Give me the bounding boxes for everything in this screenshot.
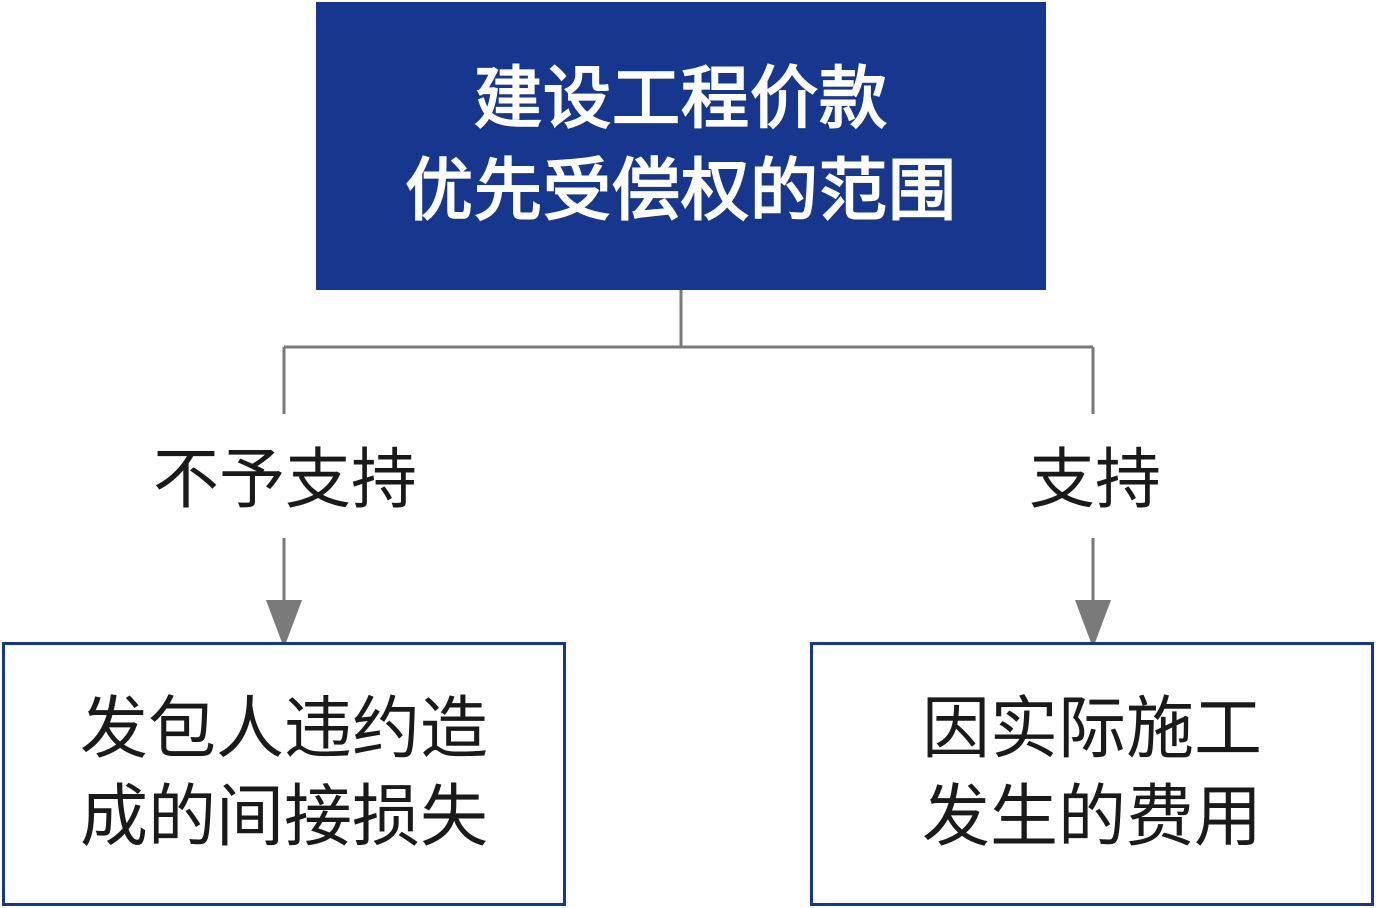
root-title-line-1: 建设工程价款	[473, 60, 888, 139]
left-arrow-head	[266, 600, 302, 648]
leaf-left-line-2: 成的间接损失	[79, 778, 488, 857]
root-node: 建设工程价款 优先受偿权的范围	[316, 2, 1046, 290]
branch-label-supported: 支持	[1029, 441, 1161, 518]
right-arrow-head	[1075, 600, 1111, 648]
leaf-left-line-1: 发包人违约造	[79, 690, 488, 769]
leaf-node-actual-cost: 因实际施工 发生的费用	[810, 642, 1374, 906]
leaf-node-indirect-loss: 发包人违约造 成的间接损失	[2, 642, 566, 906]
leaf-right-line-1: 因实际施工	[921, 690, 1262, 769]
leaf-right-line-2: 发生的费用	[921, 778, 1262, 857]
root-title-line-2: 优先受偿权的范围	[404, 152, 957, 231]
branch-label-not-supported: 不予支持	[153, 441, 417, 518]
